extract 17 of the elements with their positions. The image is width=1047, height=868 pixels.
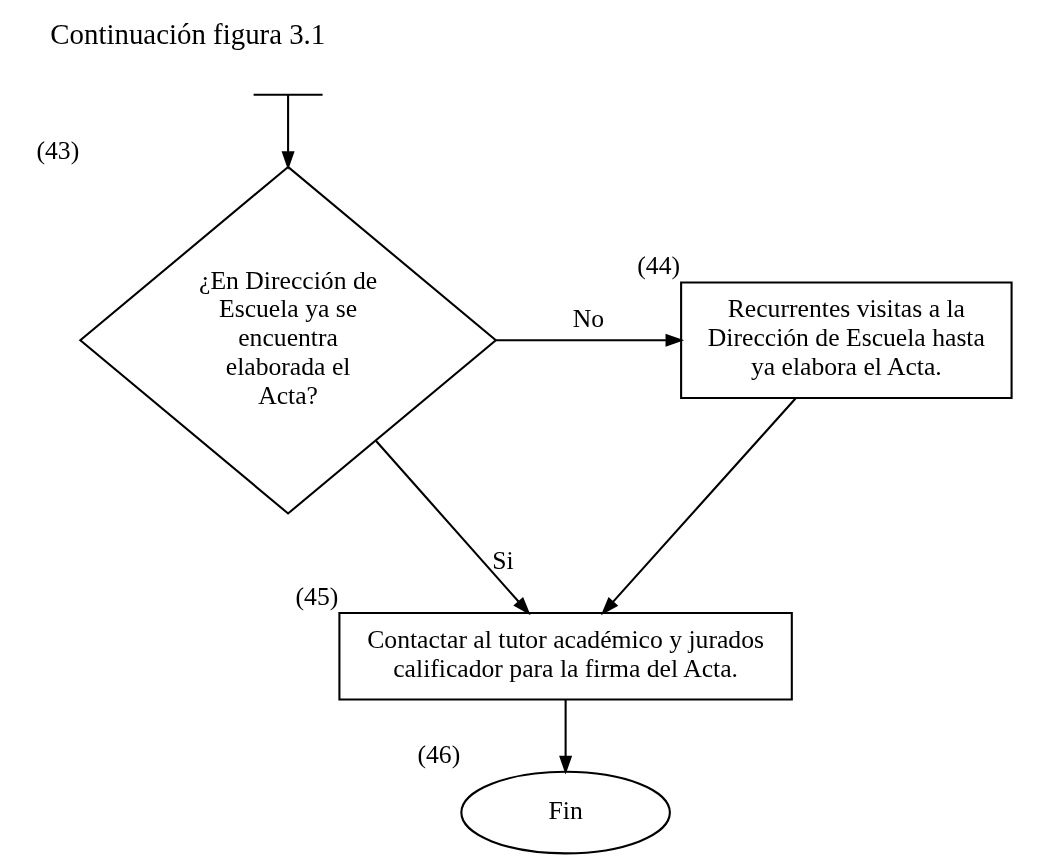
arrow — [375, 440, 531, 616]
edge-label: Si — [492, 546, 514, 576]
node-box: Recurrentes visitas a la Dirección de Escuela hasta ya elabora el Acta. — [680, 281, 1013, 400]
node-label: (46) — [417, 740, 461, 770]
node-label: (45) — [295, 581, 339, 611]
node-diamond: ¿En Dirección de Escuela ya se encuentra elaborada el Acta? — [78, 165, 498, 515]
node-label: (44) — [637, 251, 681, 281]
node-label: (43) — [36, 135, 80, 165]
edge-label: No — [572, 304, 605, 334]
arrow — [600, 397, 797, 616]
arrow — [495, 333, 685, 347]
arrow — [559, 699, 573, 775]
node-ellipse: Fin — [460, 770, 671, 855]
diagram-title: Continuación figura 3.1 — [50, 18, 326, 51]
node-box: Contactar al tutor académico y jurados calificador para la firma del Acta. — [338, 611, 793, 701]
arrow — [281, 95, 295, 170]
node-wave — [253, 93, 323, 96]
